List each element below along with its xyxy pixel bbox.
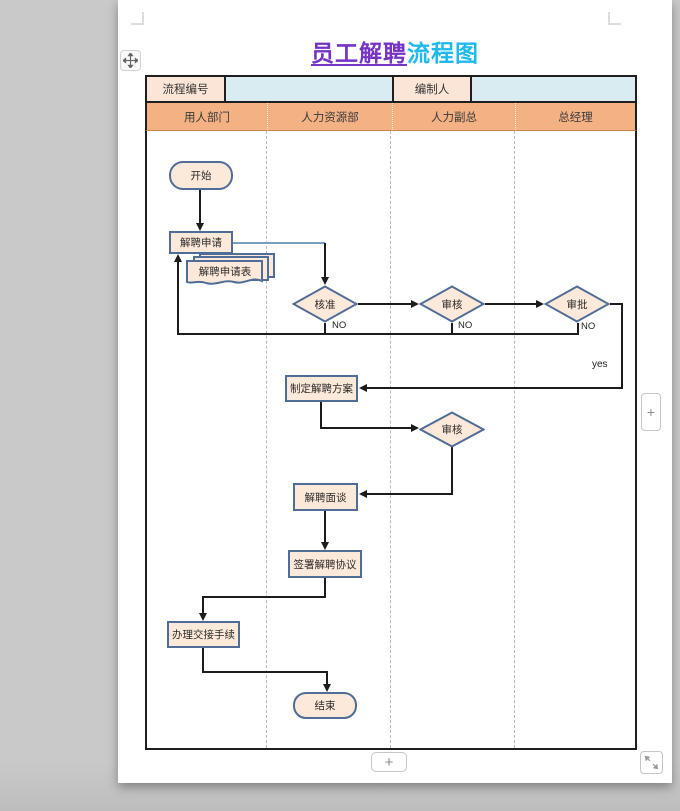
node-label: 核准 (314, 298, 336, 311)
form-header-row: 流程编号 编制人 (145, 75, 637, 103)
edge-label-no: NO (332, 320, 347, 331)
node-start[interactable]: 开始 (169, 161, 233, 190)
margin-corner-mark (131, 12, 144, 25)
connector-sign-handover-h (202, 596, 326, 598)
lane-header-dept: 用人部门 (184, 111, 230, 124)
node-sign[interactable]: 签署解聘协议 (288, 550, 362, 578)
connector-yes-h1 (610, 303, 623, 305)
edge-label-yes: yes (592, 359, 608, 370)
multi-document-shape (186, 253, 275, 285)
arrowhead (323, 684, 331, 692)
node-apply-form[interactable]: 解聘申请表 (186, 253, 276, 287)
connector-plan-review-v (320, 402, 322, 429)
node-label: 办理交接手续 (172, 629, 235, 641)
page-title-secondary: 流程图 (407, 40, 479, 66)
node-decision-review[interactable]: 审核 (419, 285, 485, 323)
lane-header-hr: 人力资源部 (267, 103, 392, 130)
connector-no-return (177, 333, 579, 335)
node-apply[interactable]: 解聘申请 (169, 231, 233, 254)
connector-handover-end-h (202, 671, 328, 673)
move-icon (123, 53, 138, 68)
node-decision-approve[interactable]: 核准 (292, 285, 358, 323)
connector-d1-d2 (358, 303, 412, 305)
connector-plan-review-h (320, 427, 412, 429)
connector-handover-end-v1 (202, 648, 204, 673)
node-label: 审核 (441, 298, 463, 311)
connector-sign-handover-v2 (202, 596, 204, 614)
node-label: 解聘申请 (180, 237, 222, 249)
connector-start-apply (199, 190, 201, 224)
arrowhead (536, 300, 544, 308)
flow-table: 流程编号 编制人 用人部门 人力资源部 人力副总 总经理 (145, 75, 637, 750)
move-handle-button[interactable] (120, 50, 141, 71)
node-label: 制定解聘方案 (290, 383, 353, 395)
node-interview[interactable]: 解聘面谈 (293, 483, 358, 511)
edge-label-no: NO (458, 320, 473, 331)
connector-yes-h2 (366, 387, 623, 389)
node-label: 签署解聘协议 (293, 558, 357, 571)
node-handover[interactable]: 办理交接手续 (167, 621, 240, 648)
diamond-shape (419, 285, 485, 323)
arrowhead (199, 613, 207, 621)
node-label: 审批 (566, 298, 588, 311)
arrowhead (411, 300, 419, 308)
connector-d2-d3 (485, 303, 537, 305)
node-label: 结束 (314, 700, 336, 712)
plus-icon: + (384, 753, 394, 771)
arrowhead (411, 424, 419, 432)
lane-body (145, 131, 637, 750)
expand-icon (644, 755, 659, 770)
arrowhead (359, 384, 367, 392)
node-label: 审核 (441, 424, 463, 436)
node-end[interactable]: 结束 (293, 692, 357, 719)
connector-no-drop-2 (451, 323, 453, 334)
node-decision-approve2[interactable]: 审批 (544, 285, 610, 323)
connector-review-interview-v (451, 447, 453, 495)
lane-header-gm: 总经理 (515, 103, 635, 130)
connector-sign-handover-v1 (324, 578, 326, 598)
connector-no-up (177, 260, 179, 335)
expand-button[interactable] (640, 751, 663, 774)
node-plan[interactable]: 制定解聘方案 (285, 375, 358, 402)
add-row-button[interactable]: + (371, 752, 407, 772)
node-label: 开始 (190, 170, 212, 182)
connector-no-drop-1 (324, 323, 326, 334)
margin-corner-mark (608, 12, 621, 25)
page-title: 员工解聘流程图 (118, 34, 672, 68)
field-value-process-no[interactable] (226, 77, 394, 101)
diamond-shape (419, 411, 485, 448)
page-title-primary: 员工解聘 (311, 40, 407, 66)
lane-divider (390, 131, 391, 748)
document-page: 员工解聘流程图 流程编号 编制人 用人部门 人力资源部 人力副总 总经理 (118, 0, 672, 783)
arrowhead (174, 254, 182, 262)
node-decision-review2[interactable]: 审核 (419, 411, 485, 448)
field-label-author: 编制人 (394, 77, 472, 101)
connector-apply-approve-v (324, 243, 326, 277)
connector-yes-v (621, 303, 623, 389)
field-label-process-no: 流程编号 (147, 77, 226, 101)
arrowhead (321, 277, 329, 285)
arrowhead (321, 542, 329, 550)
node-label: 解聘申请表 (198, 265, 252, 278)
plus-icon: + (646, 404, 656, 420)
connector-apply-approve-h (233, 242, 325, 244)
diamond-shape (292, 285, 358, 323)
lane-divider (266, 131, 267, 748)
add-column-button[interactable]: + (641, 393, 661, 431)
arrowhead (359, 490, 367, 498)
connector-no-drop-3 (577, 323, 579, 334)
diamond-shape (544, 285, 610, 323)
connector-handover-end-v2 (326, 671, 328, 686)
arrowhead (196, 223, 204, 231)
edge-label-no: NO (581, 321, 596, 332)
node-label: 解聘面谈 (304, 491, 347, 504)
lane-divider (514, 131, 515, 748)
lane-header-row: 用人部门 人力资源部 人力副总 总经理 (145, 103, 637, 131)
connector-interview-sign (324, 511, 326, 543)
field-value-author[interactable] (472, 77, 635, 101)
lane-header-hr-vp: 人力副总 (392, 103, 515, 130)
connector-review-interview-h (366, 493, 453, 495)
